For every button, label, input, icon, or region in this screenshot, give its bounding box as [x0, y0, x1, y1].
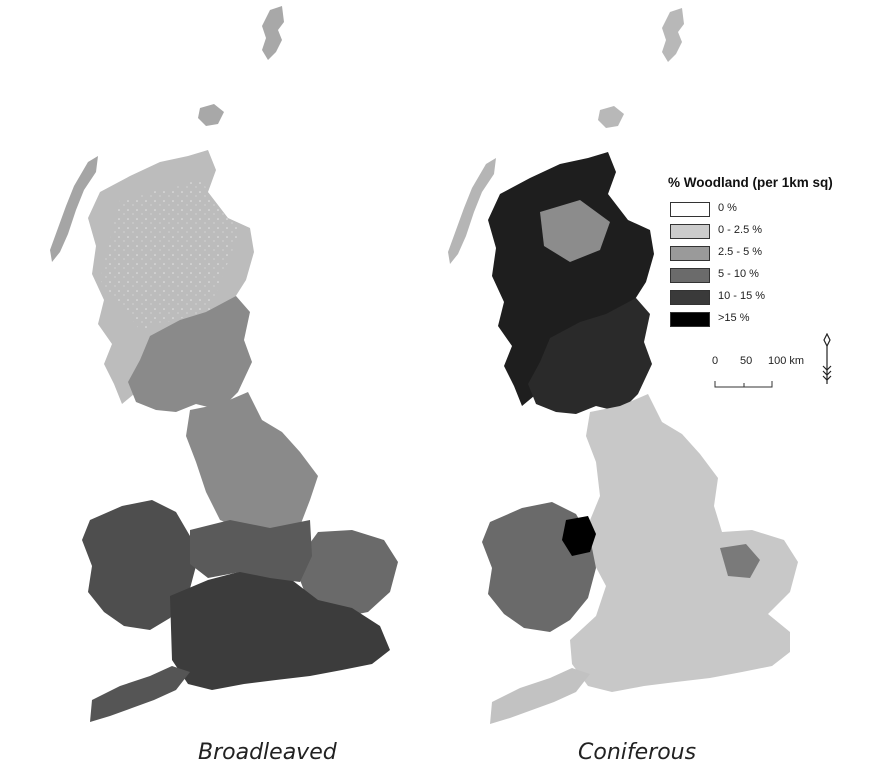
legend-label: 0 % [718, 202, 737, 214]
legend-label: 10 - 15 % [718, 290, 766, 302]
coniferous-scotland [488, 152, 654, 406]
legend-title: % Woodland (per 1km sq) [668, 175, 833, 190]
legend-item: 2.5 - 5 % [668, 243, 873, 265]
legend-item: 10 - 15 % [668, 287, 873, 309]
legend-label: >15 % [718, 312, 750, 324]
broadleaved-east-anglia [300, 530, 398, 618]
broadleaved-orkney [198, 104, 224, 126]
north-arrow-icon [822, 333, 832, 384]
legend-label: 2.5 - 5 % [718, 246, 763, 258]
legend-item: 0 - 2.5 % [668, 221, 873, 243]
broadleaved-cornwall [90, 666, 190, 722]
scale-bar-line [714, 381, 773, 388]
broadleaved-shetland [262, 6, 284, 60]
coniferous-orkney [598, 106, 624, 128]
broadleaved-caption: Broadleaved [198, 740, 337, 765]
broadleaved-northern-england [186, 392, 318, 536]
coniferous-cornwall [490, 668, 590, 724]
coniferous-england [570, 394, 798, 692]
coniferous-scotland-patches [540, 200, 610, 262]
legend-item: >15 % [668, 309, 873, 331]
legend-label: 5 - 10 % [718, 268, 759, 280]
coniferous-caption: Coniferous [578, 740, 697, 765]
broadleaved-outer-hebrides [50, 156, 98, 262]
legend-swatch [670, 246, 710, 261]
legend-swatch [670, 202, 710, 217]
broadleaved-speckle [100, 180, 240, 330]
scale-label: 100 km [768, 355, 805, 367]
legend-item: 5 - 10 % [668, 265, 873, 287]
coniferous-map [448, 8, 798, 724]
scale-label: 0 [712, 355, 719, 367]
legend-swatch [670, 290, 710, 305]
legend-item: 0 % [668, 199, 873, 221]
legend-label: 0 - 2.5 % [718, 224, 763, 236]
legend-swatch [670, 312, 710, 327]
broadleaved-south-england [170, 570, 390, 690]
coniferous-shetland [662, 8, 684, 62]
legend: % Woodland (per 1km sq) 0 % 0 - 2.5 % 2.… [668, 175, 873, 331]
broadleaved-map [50, 6, 398, 722]
legend-swatch [670, 224, 710, 239]
broadleaved-wales [82, 500, 196, 630]
broadleaved-scotland-lowlands [128, 296, 252, 412]
broadleaved-midlands [190, 520, 312, 582]
coniferous-norfolk-forest [720, 544, 760, 578]
legend-swatch [670, 268, 710, 283]
coniferous-snowdonia [562, 516, 596, 556]
coniferous-scotland-lowlands [528, 298, 652, 414]
scale-bar: 0 50 100 km [712, 355, 842, 389]
coniferous-outer-hebrides [448, 158, 496, 264]
scale-label: 50 [740, 355, 753, 367]
